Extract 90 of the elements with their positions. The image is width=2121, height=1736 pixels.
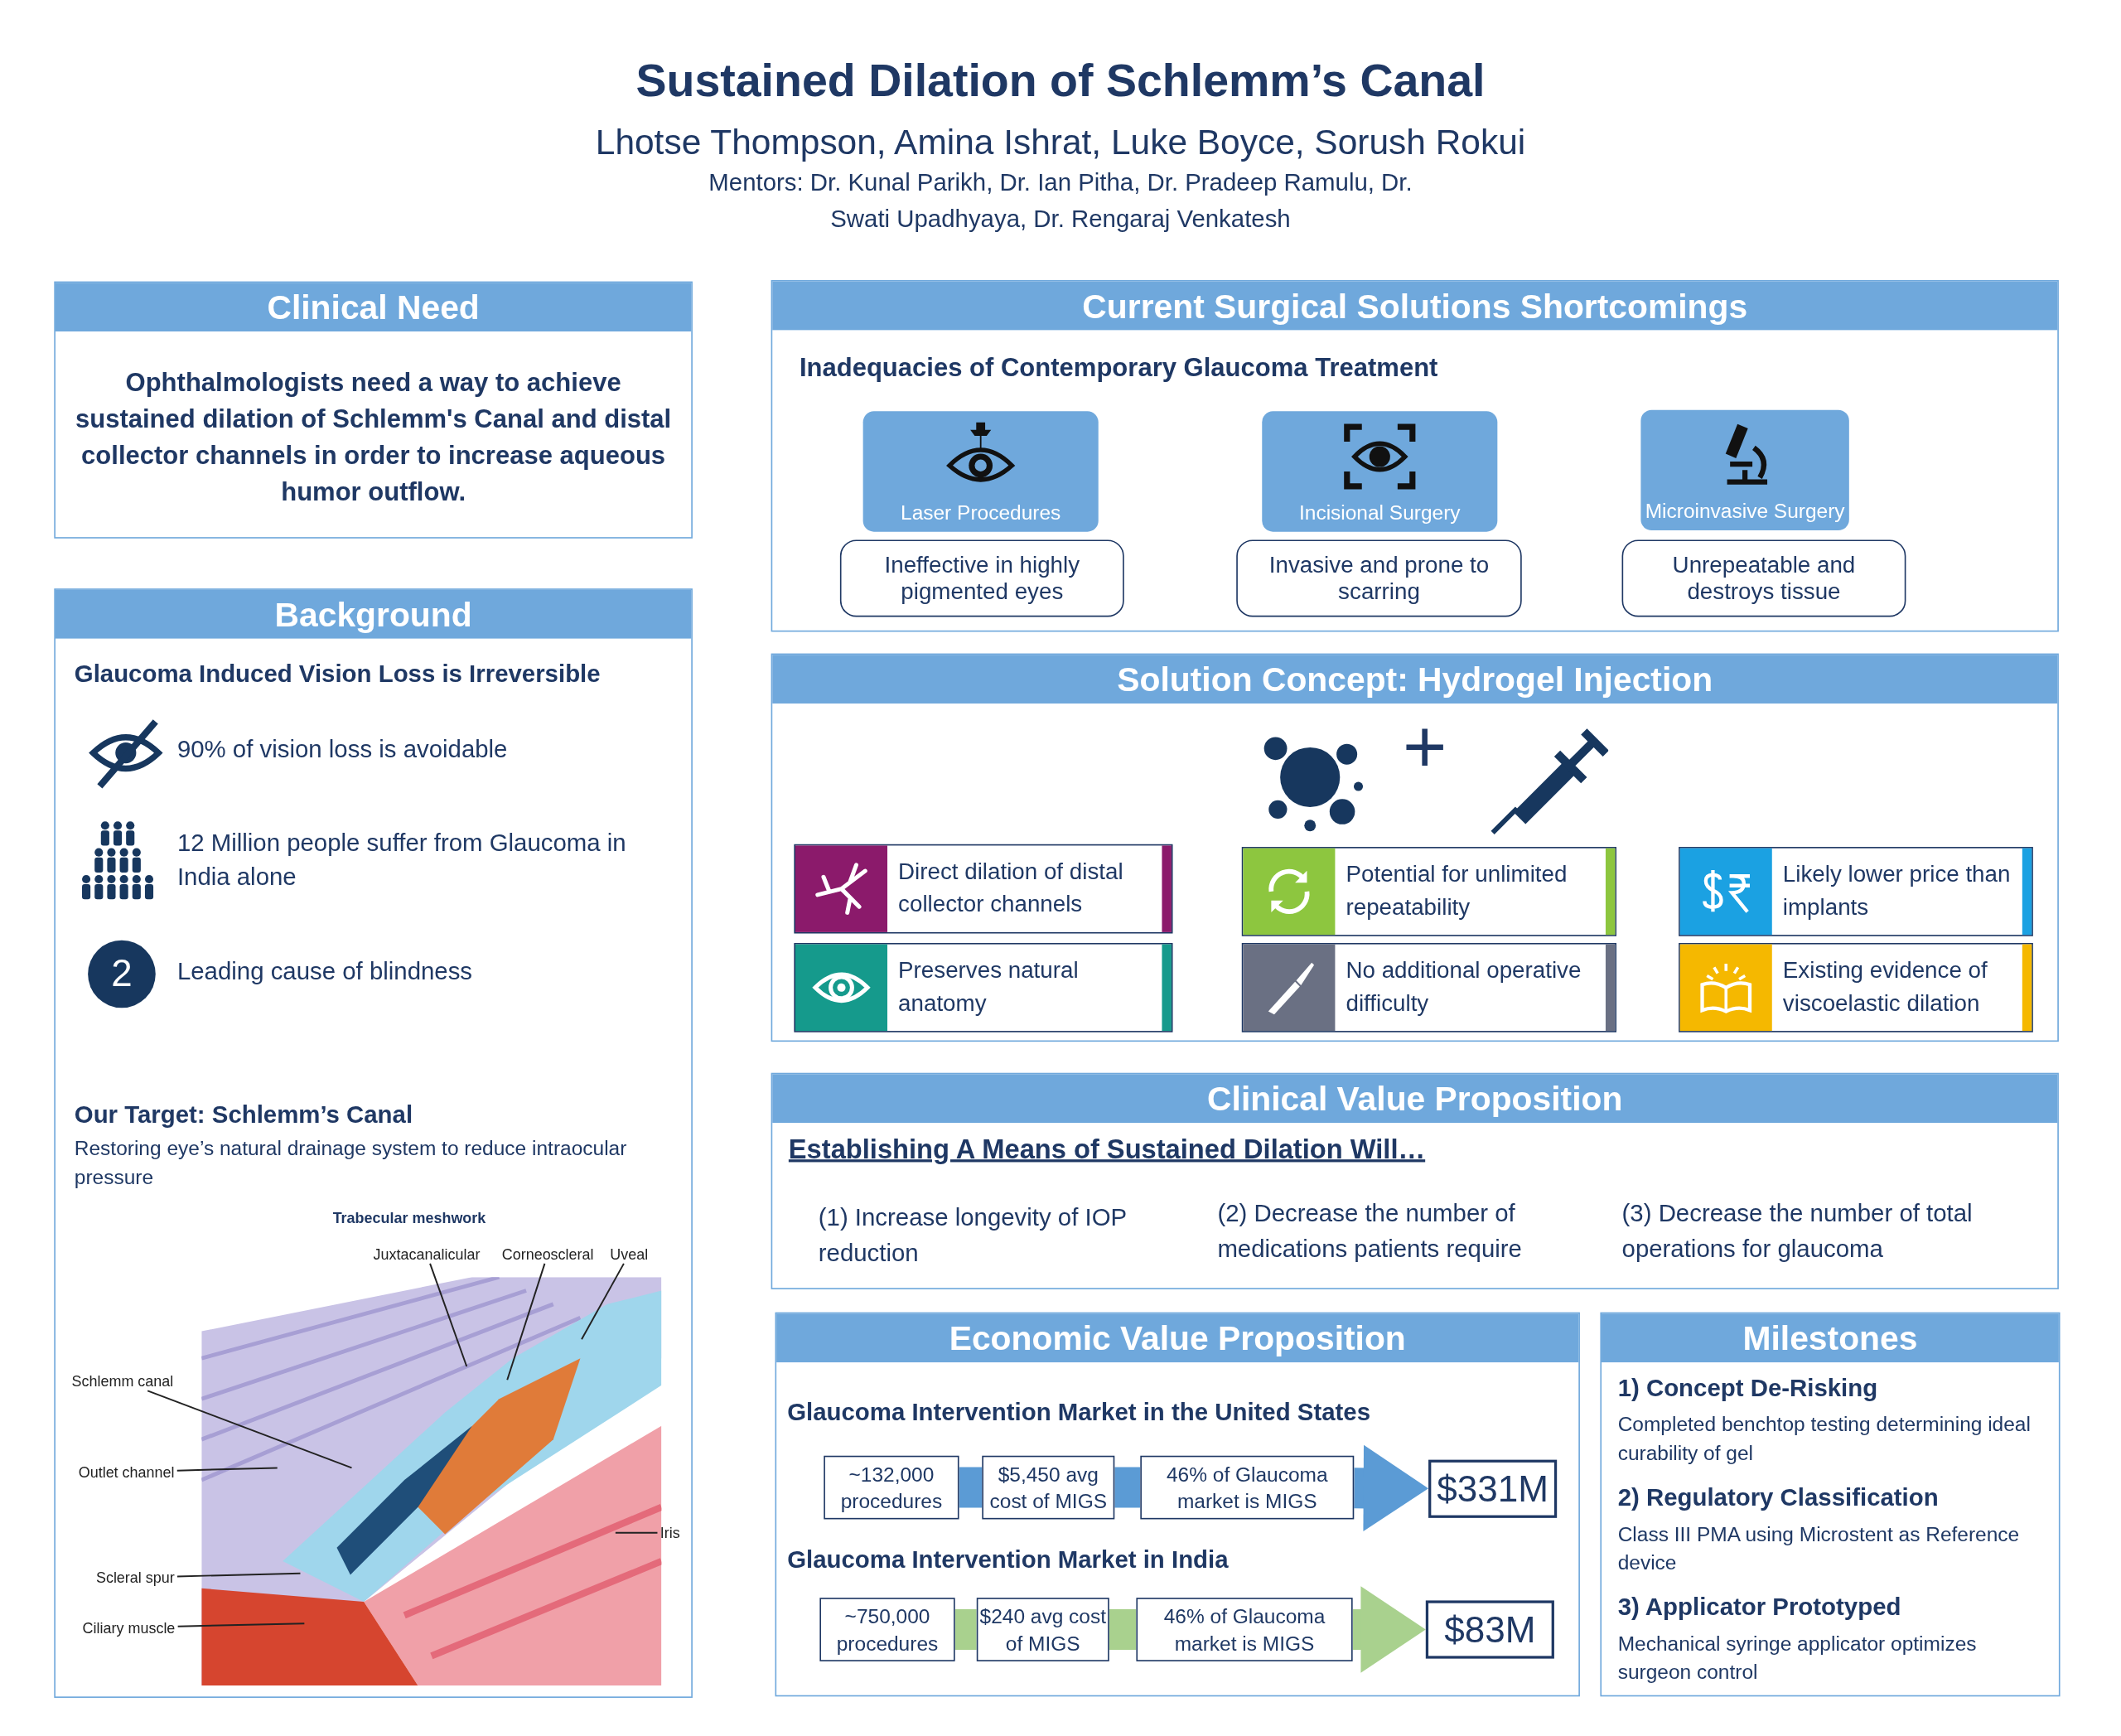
- value-box: ~132,000 procedures: [824, 1455, 959, 1520]
- section-subheading: Our Target: Schlemm’s Canal: [74, 1101, 414, 1130]
- flow-arrow: [1354, 1444, 1429, 1532]
- value-point: (3) Decrease the number of total operations for glaucoma: [1621, 1199, 1974, 1265]
- shortcoming-box: Invasive and prone to scarring: [1236, 539, 1522, 617]
- anatomy-label: Scleral spur: [93, 1568, 177, 1588]
- author-list: Lhotse Thompson, Amina Ishrat, Luke Boyce, Sorush Rokui: [519, 121, 1602, 164]
- value-point: (2) Decrease the number of medications patients require: [1217, 1199, 1523, 1265]
- connector-bar: [1109, 1609, 1137, 1650]
- section-header: Current Surgical Solutions Shortcomings: [772, 281, 2058, 331]
- milestone-text: Completed benchtop testing determining ideal curability of gel: [1617, 1411, 2032, 1466]
- section-panel: [54, 588, 693, 1698]
- section-header: Clinical Value Proposition: [772, 1074, 2058, 1124]
- anatomy-label: Ciliary muscle: [80, 1618, 178, 1637]
- section-header: Clinical Need: [55, 283, 692, 331]
- feature-text: Potential for unlimited repeatability: [1346, 861, 1568, 922]
- feature-text: No additional operative difficulty: [1346, 956, 1582, 1018]
- shortcoming-box: Ineffective in highly pigmented eyes: [839, 539, 1124, 617]
- poster-title: Sustained Dilation of Schlemm’s Canal: [635, 54, 1486, 107]
- value-point: (1) Increase longevity of IOP reduction: [818, 1203, 1128, 1269]
- section-panel: [771, 279, 2059, 632]
- total-value-box: $331M: [1428, 1459, 1558, 1518]
- tile-label: Laser Procedures: [900, 500, 1062, 524]
- value-box: 46% of Glaucoma market is MIGS: [1140, 1455, 1355, 1520]
- section-panel: [771, 1072, 2059, 1289]
- leader-line: [429, 1262, 468, 1367]
- leader-line: [176, 1572, 302, 1578]
- leader-line: [506, 1262, 546, 1381]
- section-panel: [1600, 1312, 2061, 1697]
- connector-bar: [959, 1467, 983, 1508]
- anatomy-label: Corneoscleral: [499, 1245, 597, 1264]
- total-value-box: $83M: [1425, 1600, 1554, 1659]
- connector-bar: [954, 1609, 977, 1650]
- value-box: $240 avg cost of MIGS: [976, 1598, 1109, 1661]
- section-header: Background: [55, 589, 692, 639]
- shortcoming-box: Unrepeatable and destroys tissue: [1621, 539, 1906, 617]
- section-panel: [771, 653, 2059, 1042]
- anatomy-label: Uveal: [607, 1245, 651, 1264]
- section-subheading: Glaucoma Induced Vision Loss is Irreversible: [74, 660, 602, 689]
- leader-line: [614, 1531, 659, 1534]
- mentor-list: Mentors: Dr. Kunal Parikh, Dr. Ian Pitha, Dr. Pradeep Ramulu, Dr. Swati Upadhyaya, Dr. Rengaraj Venkatesh: [695, 165, 1426, 239]
- need-statement: Ophthalmologists need a way to achieve sustained dilation of Schlemm's Canal and distal collector channels in order to increase aqueous humor outflow.: [74, 367, 673, 508]
- milestone-heading: 3) Applicator Prototyped: [1617, 1593, 1902, 1622]
- feature-text: Preserves natural anatomy: [898, 956, 1080, 1018]
- stat-text: Leading cause of blindness: [176, 957, 474, 987]
- leader-line: [176, 1467, 278, 1472]
- anatomy-label: Schlemm canal: [69, 1371, 176, 1391]
- feature-card: [1679, 942, 2033, 1032]
- section-subheading: Inadequacies of Contemporary Glaucoma Treatment: [799, 353, 1439, 384]
- milestone-heading: 2) Regulatory Classification: [1617, 1484, 1940, 1513]
- leader-line: [147, 1390, 353, 1469]
- section-panel: [775, 1312, 1580, 1697]
- section-subheading: Glaucoma Intervention Market in India: [787, 1546, 1230, 1575]
- value-box: ~750,000 procedures: [819, 1598, 955, 1661]
- value-box: $5,450 avg cost of MIGS: [982, 1455, 1115, 1520]
- feature-card: [794, 844, 1173, 934]
- connector-bar: [1114, 1467, 1141, 1508]
- feature-card: [1241, 942, 1616, 1032]
- milestone-text: Mechanical syringe applicator optimizes surgeon control: [1617, 1631, 1978, 1685]
- section-header: Solution Concept: Hydrogel Injection: [772, 655, 2058, 704]
- feature-text: Likely lower price than implants: [1782, 861, 2012, 922]
- stat-text: 90% of vision loss is avoidable: [176, 736, 509, 765]
- feature-text: Direct dilation of distal collector channels: [898, 858, 1124, 919]
- anatomy-label: Juxtacanalicular: [370, 1245, 483, 1264]
- plus-sign: +: [1403, 706, 1448, 788]
- section-header: Milestones: [1602, 1313, 2059, 1363]
- anatomy-label: Iris: [657, 1523, 683, 1543]
- anatomy-label: Outlet channel: [75, 1462, 177, 1482]
- tile-label: Microinvasive Surgery: [1644, 499, 1846, 523]
- category-tile: [862, 411, 1099, 532]
- feature-card: [1679, 847, 2033, 936]
- tile-label: Incisional Surgery: [1297, 500, 1462, 524]
- category-tile: [1262, 411, 1498, 532]
- flow-arrow: [1352, 1586, 1426, 1673]
- number-badge: 2: [88, 940, 156, 1008]
- section-subheading: Establishing A Means of Sustained Dilation Will…: [788, 1134, 1427, 1165]
- section-header: Economic Value Proposition: [776, 1313, 1579, 1363]
- category-tile: [1640, 409, 1849, 530]
- section-panel: [54, 281, 693, 539]
- feature-card: [1241, 847, 1616, 936]
- feature-card: [794, 942, 1173, 1032]
- value-box: 46% of Glaucoma market is MIGS: [1136, 1598, 1353, 1661]
- leader-line: [176, 1622, 306, 1627]
- feature-text: Existing evidence of viscoelastic dilation: [1782, 956, 1988, 1018]
- milestone-heading: 1) Concept De-Risking: [1617, 1374, 1879, 1404]
- milestone-text: Class III PMA using Microstent as Reference device: [1617, 1521, 2021, 1575]
- description-text: Restoring eye’s natural drainage system to reduce intraocular pressure: [74, 1135, 628, 1190]
- section-subheading: Glaucoma Intervention Market in the United States: [787, 1399, 1372, 1428]
- stat-text: 12 Million people suffer from Glaucoma in India alone: [176, 828, 627, 892]
- anatomy-heading: Trabecular meshwork: [332, 1209, 487, 1226]
